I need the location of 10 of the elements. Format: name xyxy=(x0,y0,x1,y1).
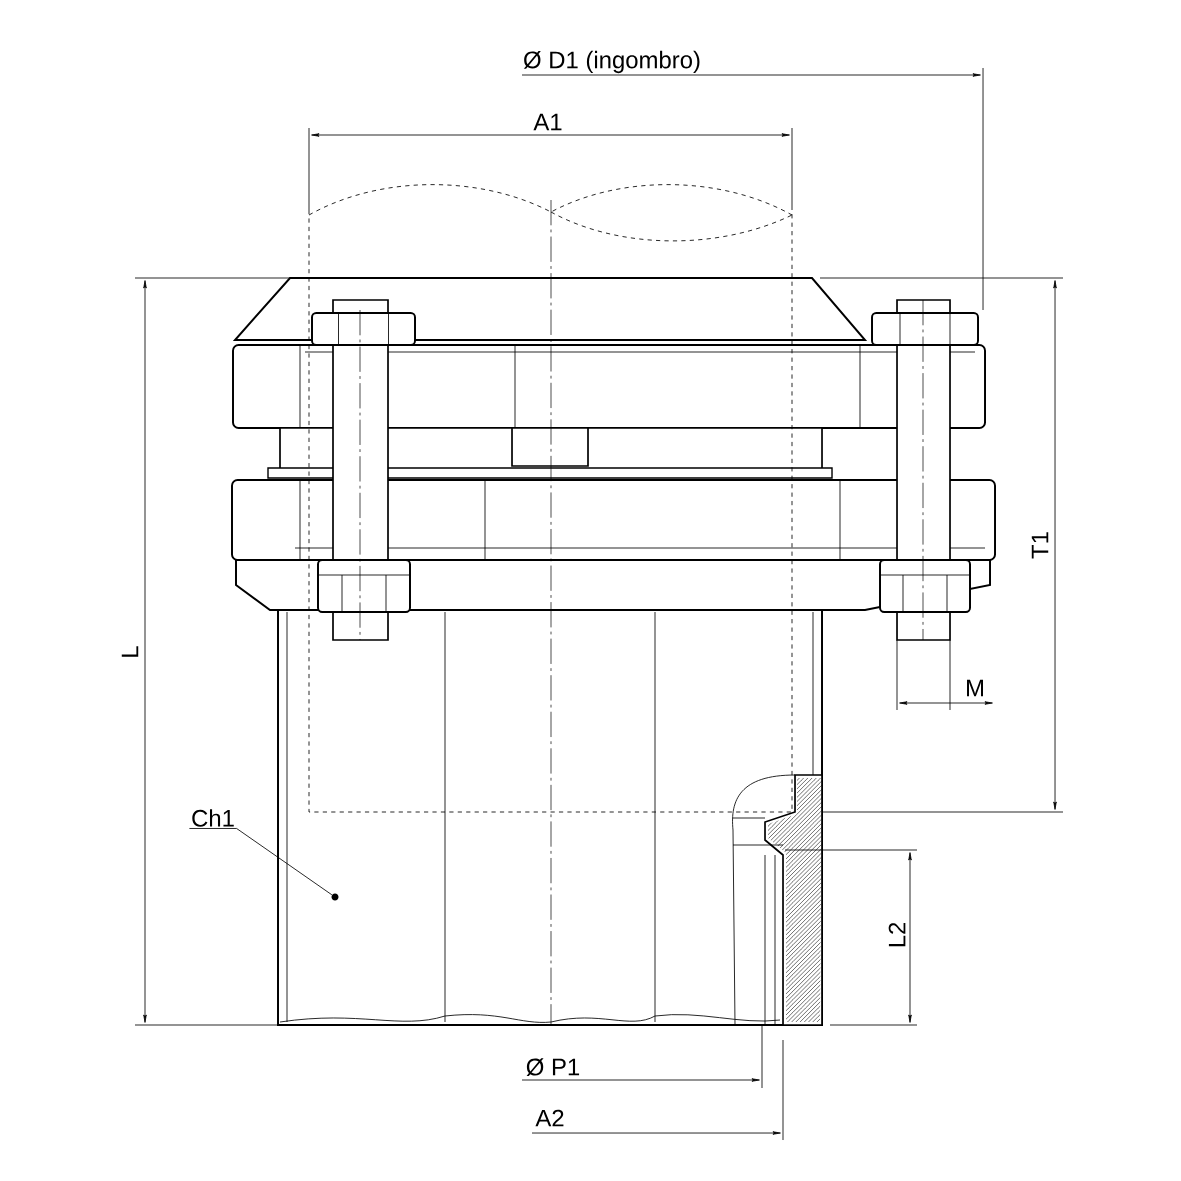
dimension-label: T1 xyxy=(1031,532,1049,559)
dimension-label: M xyxy=(967,679,983,697)
dimension-label: A2 xyxy=(535,1109,564,1127)
leader-line xyxy=(189,828,333,896)
dimension-label: Ø D1 (ingombro) xyxy=(523,50,700,74)
callout-label: Ch1 xyxy=(192,809,234,827)
dimension-label: Ø P1 xyxy=(526,1058,580,1076)
dimension-label: L xyxy=(121,646,139,657)
dimension-label: A1 xyxy=(533,113,562,131)
dimension-label: L2 xyxy=(888,922,906,947)
